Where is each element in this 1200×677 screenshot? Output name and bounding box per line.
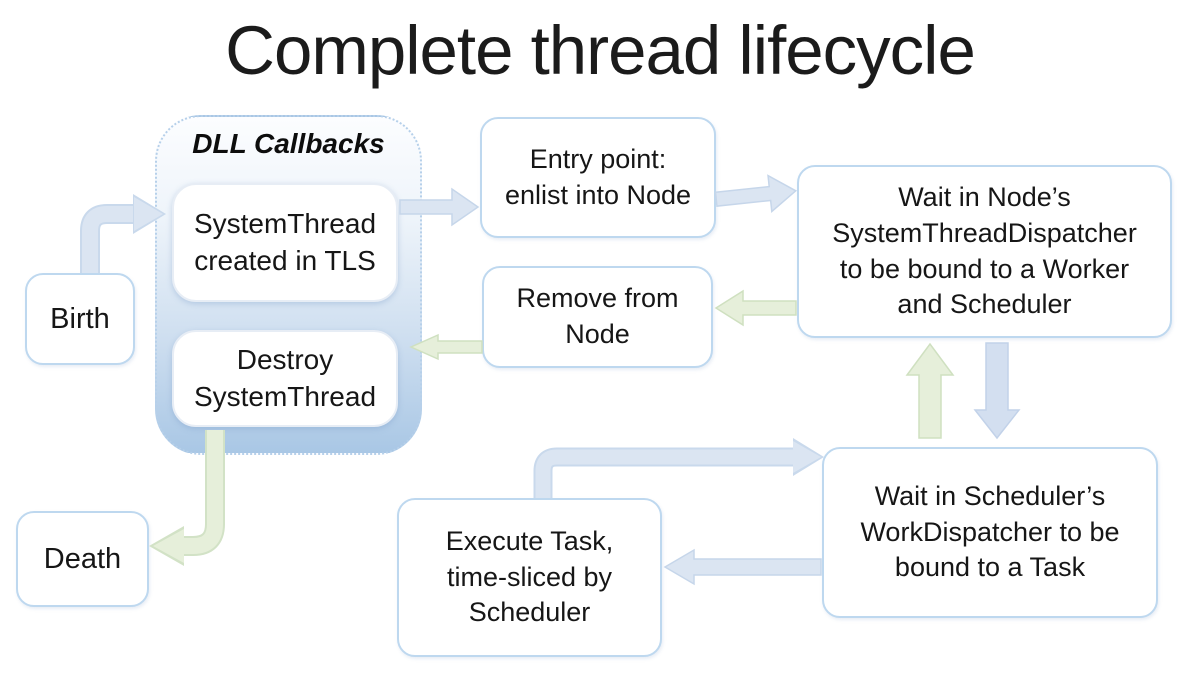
- arrow-waitnode-to-waitscheduler: [973, 342, 1021, 440]
- node-death: Death: [16, 511, 149, 607]
- node-wait-node-dispatcher: Wait in Node’s SystemThreadDispatcher to…: [797, 165, 1172, 338]
- arrow-entry-to-waitnode: [714, 174, 798, 213]
- node-execute-task: Execute Task, time-sliced by Scheduler: [397, 498, 662, 657]
- arrow-execute-to-waitscheduler: [533, 438, 824, 498]
- page-title: Complete thread lifecycle: [225, 12, 976, 89]
- node-wait-scheduler-dispatcher: Wait in Scheduler’s WorkDispatcher to be…: [822, 447, 1158, 618]
- dll-callbacks-label: DLL Callbacks: [192, 128, 385, 159]
- node-birth: Birth: [25, 273, 135, 365]
- arrow-waitscheduler-to-execute: [663, 548, 822, 586]
- node-remove-from-node: Remove from Node: [482, 266, 713, 368]
- arrow-waitscheduler-to-waitnode: [905, 342, 955, 439]
- node-entry-point: Entry point: enlist into Node: [480, 117, 716, 238]
- arrow-waitnode-to-remove: [714, 289, 797, 327]
- node-systemthread-created: SystemThread created in TLS: [172, 183, 398, 302]
- node-destroy-systemthread: Destroy SystemThread: [172, 330, 398, 427]
